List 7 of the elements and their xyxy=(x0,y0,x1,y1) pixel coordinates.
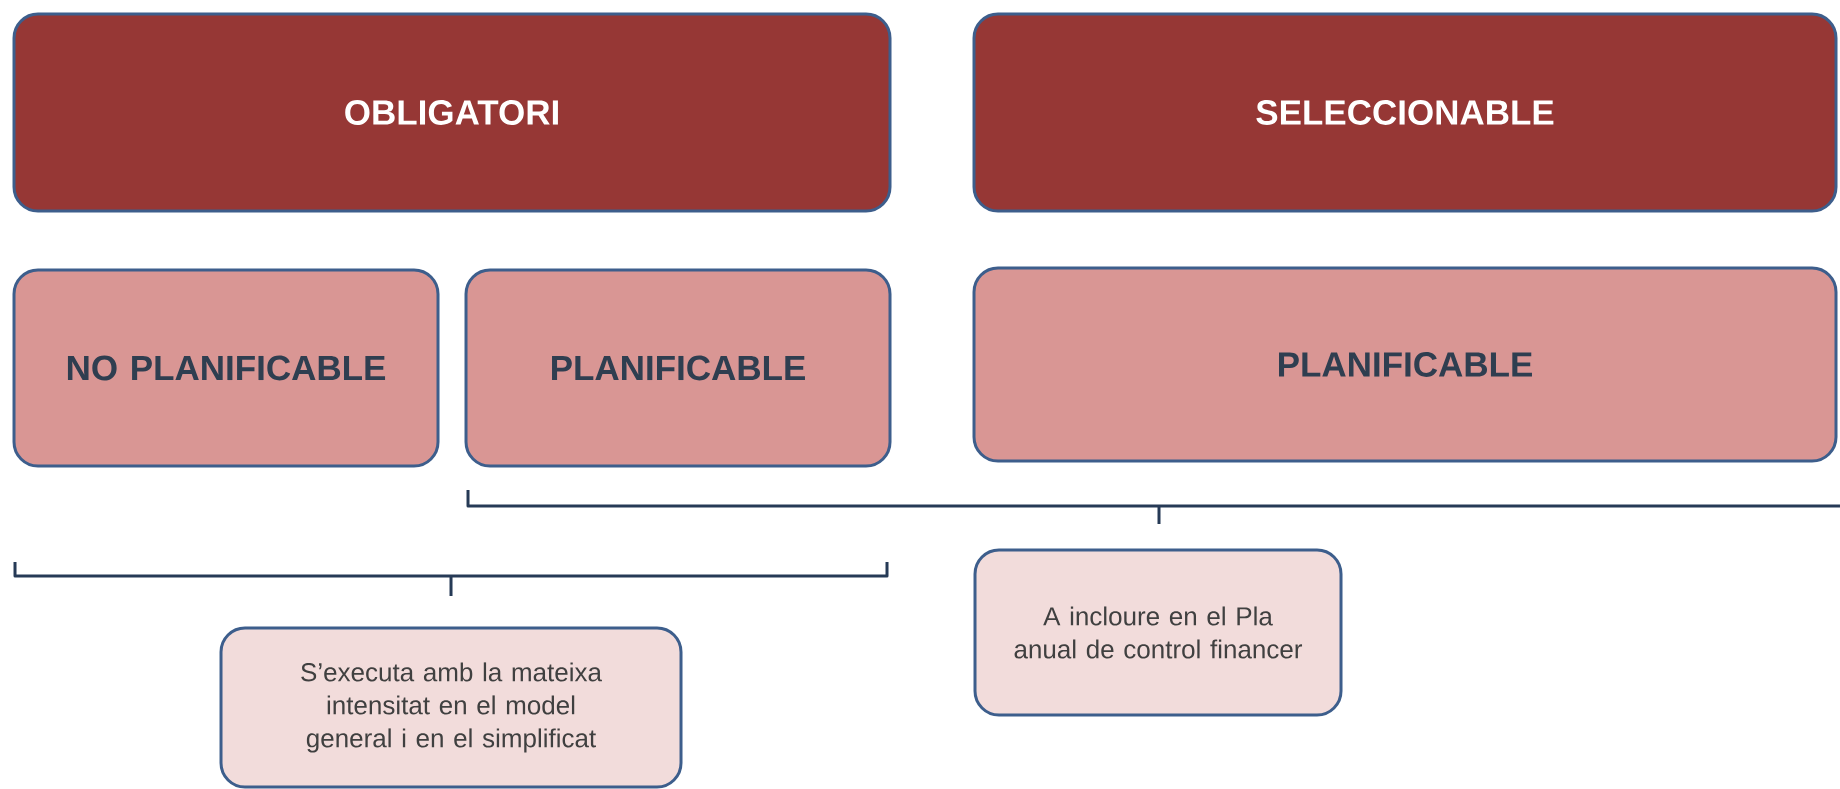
category-box: PLANIFICABLE xyxy=(972,266,1838,463)
note-box: A incloure en el Pla anual de control financer xyxy=(973,548,1343,717)
head-box: OBLIGATORI xyxy=(12,12,892,213)
category-box: NO PLANIFICABLE xyxy=(12,268,440,468)
category-box: PLANIFICABLE xyxy=(464,268,892,468)
note-box: S’executa amb la mateixa intensitat en el model general i en el simplificat xyxy=(219,626,683,789)
head-box: SELECCIONABLE xyxy=(972,12,1838,213)
